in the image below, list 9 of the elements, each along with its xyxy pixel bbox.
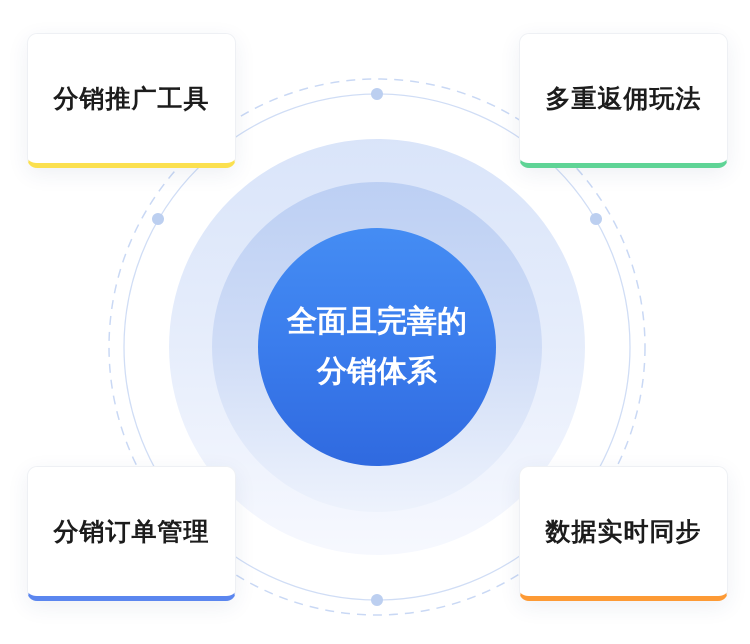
feature-card: [27, 33, 236, 168]
card-title: 数据实时同步: [546, 516, 702, 548]
feature-card: [27, 466, 236, 601]
feature-card: [519, 33, 728, 168]
feature-card: [519, 466, 728, 601]
card-title: 分销订单管理: [54, 516, 210, 548]
card-title: 多重返佣玩法: [546, 83, 702, 115]
center-title: 全面且完善的分销体系: [286, 303, 468, 391]
card-title: 分销推广工具: [54, 83, 210, 115]
